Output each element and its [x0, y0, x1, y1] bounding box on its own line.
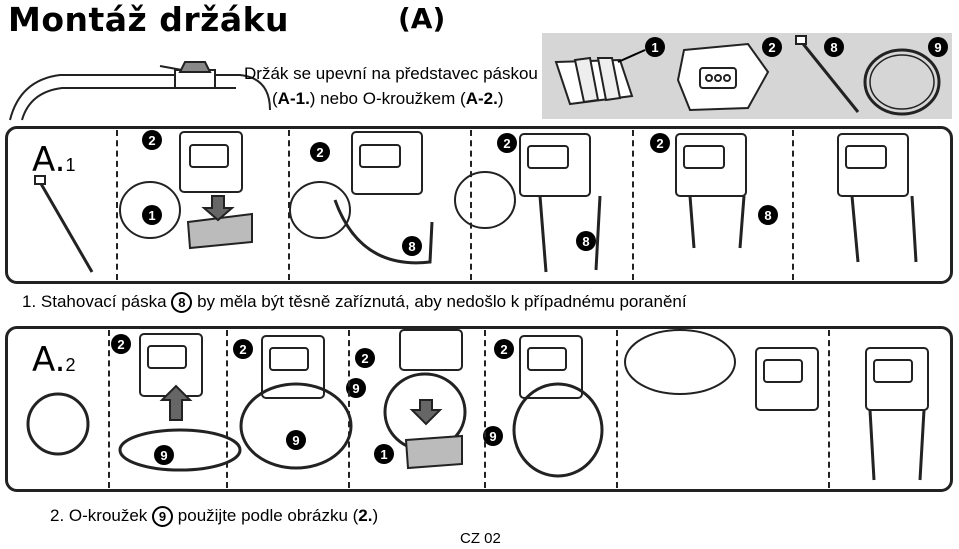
intro-paren-open: ( [272, 89, 278, 108]
svg-text:9: 9 [292, 433, 299, 448]
rubber-pads-icon [554, 56, 634, 106]
panel-a1-divider [632, 130, 634, 280]
a2-callouts: 2 9 2 9 2 9 1 2 9 [111, 334, 514, 465]
svg-text:9: 9 [489, 429, 496, 444]
svg-text:1: 1 [148, 208, 155, 223]
section-label: (A) [398, 2, 446, 35]
page-number: CZ 02 [460, 530, 501, 547]
note-a1-part-num: 8 [171, 292, 193, 314]
svg-text:2: 2 [316, 145, 323, 160]
holder-icon [676, 42, 770, 112]
page-title: Montáž držáku [8, 0, 290, 39]
intro-paren-close: ) [497, 89, 504, 108]
note-a2-part-num: 9 [152, 506, 174, 528]
note-a2-paren-close: ) [372, 506, 379, 525]
callout-part-1: 1 [617, 37, 665, 63]
panel-a1-divider [116, 130, 118, 280]
a1-step-illustrations [119, 131, 918, 273]
callout-part-9: 9 [928, 37, 948, 57]
panel-a1-divider [288, 130, 290, 280]
intro-ref-a2: A-2. [465, 89, 498, 108]
svg-text:2: 2 [500, 342, 507, 357]
a2-step-illustrations [118, 329, 929, 481]
panel-a1-letter: A. [32, 140, 66, 180]
panel-a1-label: A.1 [32, 140, 75, 180]
panel-a2-divider [226, 330, 228, 488]
cable-tie-icon [795, 35, 860, 113]
panel-a2-divider [828, 330, 830, 488]
intro-line-2: (A-1.) nebo O-kroužkem (A-2.) [272, 89, 503, 109]
callout-part-2: 2 [762, 37, 782, 57]
svg-text:2: 2 [239, 342, 246, 357]
panel-a1 [5, 126, 953, 284]
note-a1-text: 1. Stahovací páska [22, 292, 167, 311]
panel-a2-divider [484, 330, 486, 488]
panel-a2-note: 2. O-kroužek 9 použijte podle obrázku (2… [50, 506, 379, 528]
svg-text:2: 2 [148, 133, 155, 148]
svg-text:2: 2 [503, 136, 510, 151]
intro-mid: ) nebo O-kroužkem ( [309, 89, 466, 108]
note-a2-ref: 2. [358, 506, 373, 525]
svg-text:8: 8 [764, 208, 771, 223]
svg-text:9: 9 [160, 448, 167, 463]
panel-a1-note: 1. Stahovací páska 8 by měla být těsně z… [22, 292, 687, 314]
a1-cable-tie-icon [34, 175, 94, 273]
panel-a2-sub: 2 [65, 355, 76, 375]
panel-a2-divider [348, 330, 350, 488]
svg-text:2: 2 [656, 136, 663, 151]
panel-a2-label: A.2 [32, 340, 75, 380]
note-a1-text-2: by měla být těsně zaříznutá, aby nedošlo… [197, 292, 687, 311]
panel-a2 [5, 326, 953, 492]
intro-line-1: Držák se upevní na představec páskou [244, 64, 538, 83]
o-ring-icon [863, 48, 941, 116]
a1-callouts: 2 1 2 8 2 8 2 8 [142, 130, 778, 256]
callout-part-8: 8 [824, 37, 844, 57]
a2-o-ring-icon [26, 392, 90, 456]
panel-a2-divider [108, 330, 110, 488]
note-a2-text-2: použijte podle obrázku ( [177, 506, 359, 525]
panel-a2-letter: A. [32, 340, 66, 380]
svg-text:2: 2 [361, 351, 368, 366]
panel-a1-divider [470, 130, 472, 280]
svg-text:8: 8 [408, 239, 415, 254]
handlebar-illustration [9, 61, 271, 121]
svg-text:9: 9 [352, 381, 359, 396]
panel-a1-sub: 1 [65, 155, 76, 175]
svg-text:2: 2 [768, 40, 775, 55]
svg-text:2: 2 [117, 337, 124, 352]
svg-text:8: 8 [582, 234, 589, 249]
panel-a1-divider [792, 130, 794, 280]
svg-text:9: 9 [934, 40, 941, 55]
svg-text:1: 1 [380, 447, 387, 462]
intro-ref-a1: A-1. [277, 89, 310, 108]
panel-a2-divider [616, 330, 618, 488]
svg-text:8: 8 [830, 40, 837, 55]
note-a2-text: 2. O-kroužek [50, 506, 148, 525]
svg-text:1: 1 [651, 40, 658, 55]
